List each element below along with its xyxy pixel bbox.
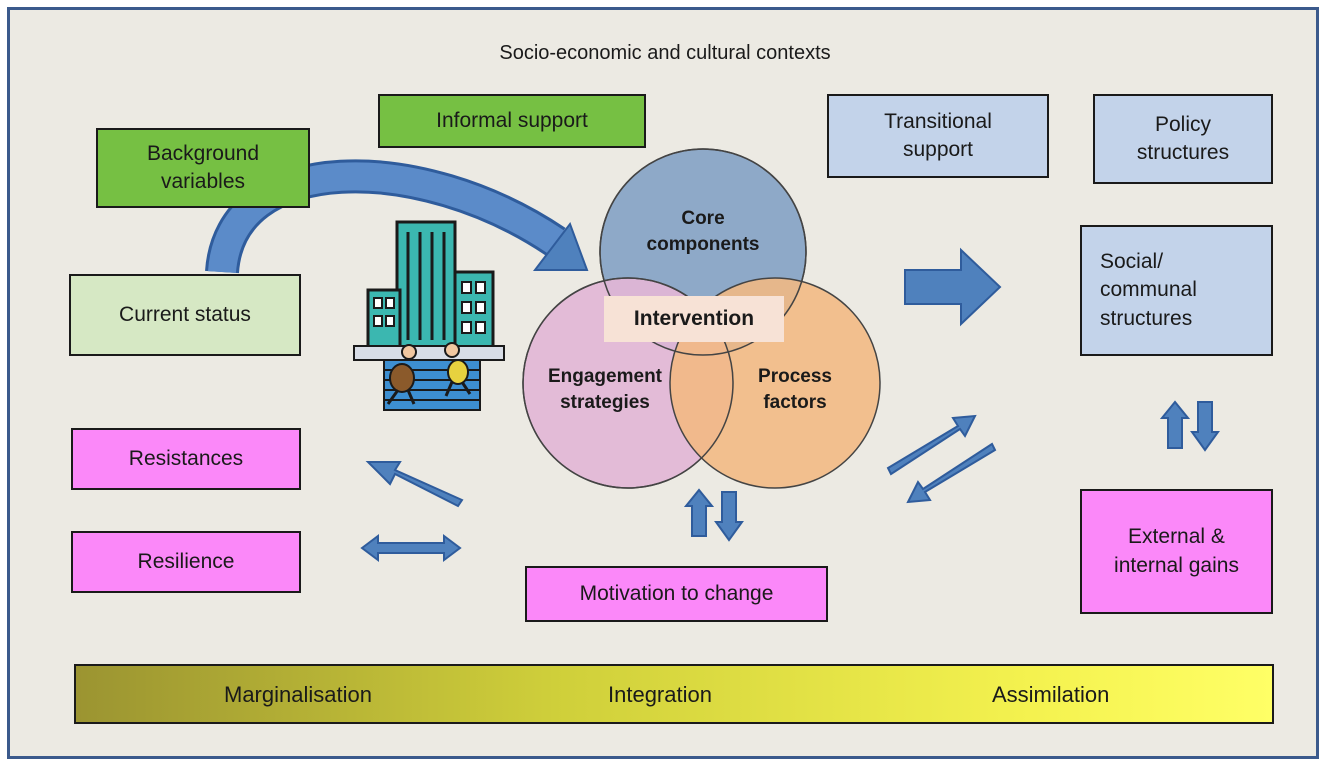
background-variables-line1: Background [146, 141, 260, 165]
diagonal-exchange-arrows-icon [886, 414, 997, 504]
double-horizontal-arrow-icon [360, 534, 462, 562]
gains-line2: internal gains [1114, 553, 1239, 577]
motivation-text: Motivation to change [579, 581, 774, 605]
social-line1: Social/ [1100, 249, 1164, 273]
engagement-line1: Engagement [547, 366, 663, 387]
engagement-line2: strategies [560, 391, 650, 413]
resilience-box: Resilience [71, 531, 301, 593]
policy-structures-line2: structures [1136, 141, 1230, 164]
external-internal-gains-box: External & internal gains [1080, 489, 1273, 614]
process-line1: Process [758, 366, 832, 387]
social-communal-structures-box: Social/ communal structures [1080, 225, 1273, 356]
up-down-arrows-center-icon [683, 488, 744, 542]
transitional-support-box: Transitional support [827, 94, 1049, 178]
social-line2: communal [1100, 278, 1197, 302]
right-arrow-icon [904, 247, 1002, 327]
spectrum-integration: Integration [608, 682, 712, 707]
core-line1: Core [681, 208, 725, 229]
core-line2: components [646, 233, 760, 255]
resilience-text: Resilience [137, 549, 235, 573]
transitional-support-line1: Transitional [884, 109, 992, 133]
spectrum-marginalisation: Marginalisation [224, 682, 372, 707]
background-variables-box: Background variables [96, 128, 310, 208]
current-status-text: Current status [119, 302, 251, 326]
acculturation-spectrum-bar: Marginalisation Integration Assimilation [74, 664, 1274, 724]
process-factors-label: Process factors [740, 364, 850, 415]
policy-structures-line1: Policy [1154, 112, 1212, 136]
building-people-illustration [353, 220, 505, 411]
transitional-support-line2: support [902, 138, 974, 161]
informal-support-text: Informal support [436, 108, 588, 132]
core-components-label: Core components [625, 206, 781, 257]
motivation-to-change-box: Motivation to change [525, 566, 828, 622]
curved-arrow-icon [205, 159, 589, 274]
resistances-box: Resistances [71, 428, 301, 490]
gains-line1: External & [1128, 525, 1225, 549]
arrow-to-resistances-icon [365, 461, 464, 508]
informal-support-box: Informal support [378, 94, 646, 148]
policy-structures-box: Policy structures [1093, 94, 1273, 184]
process-line2: factors [763, 391, 827, 413]
social-line3: structures [1100, 306, 1193, 330]
background-variables-line2: variables [160, 170, 246, 193]
up-down-arrows-right-icon [1159, 400, 1220, 452]
engagement-strategies-label: Engagement strategies [535, 364, 675, 415]
diagram-title: Socio-economic and cultural contexts [499, 42, 831, 64]
current-status-box: Current status [69, 274, 301, 356]
spectrum-assimilation: Assimilation [992, 682, 1110, 707]
resistances-text: Resistances [128, 446, 244, 470]
intervention-label: Intervention [604, 296, 784, 342]
